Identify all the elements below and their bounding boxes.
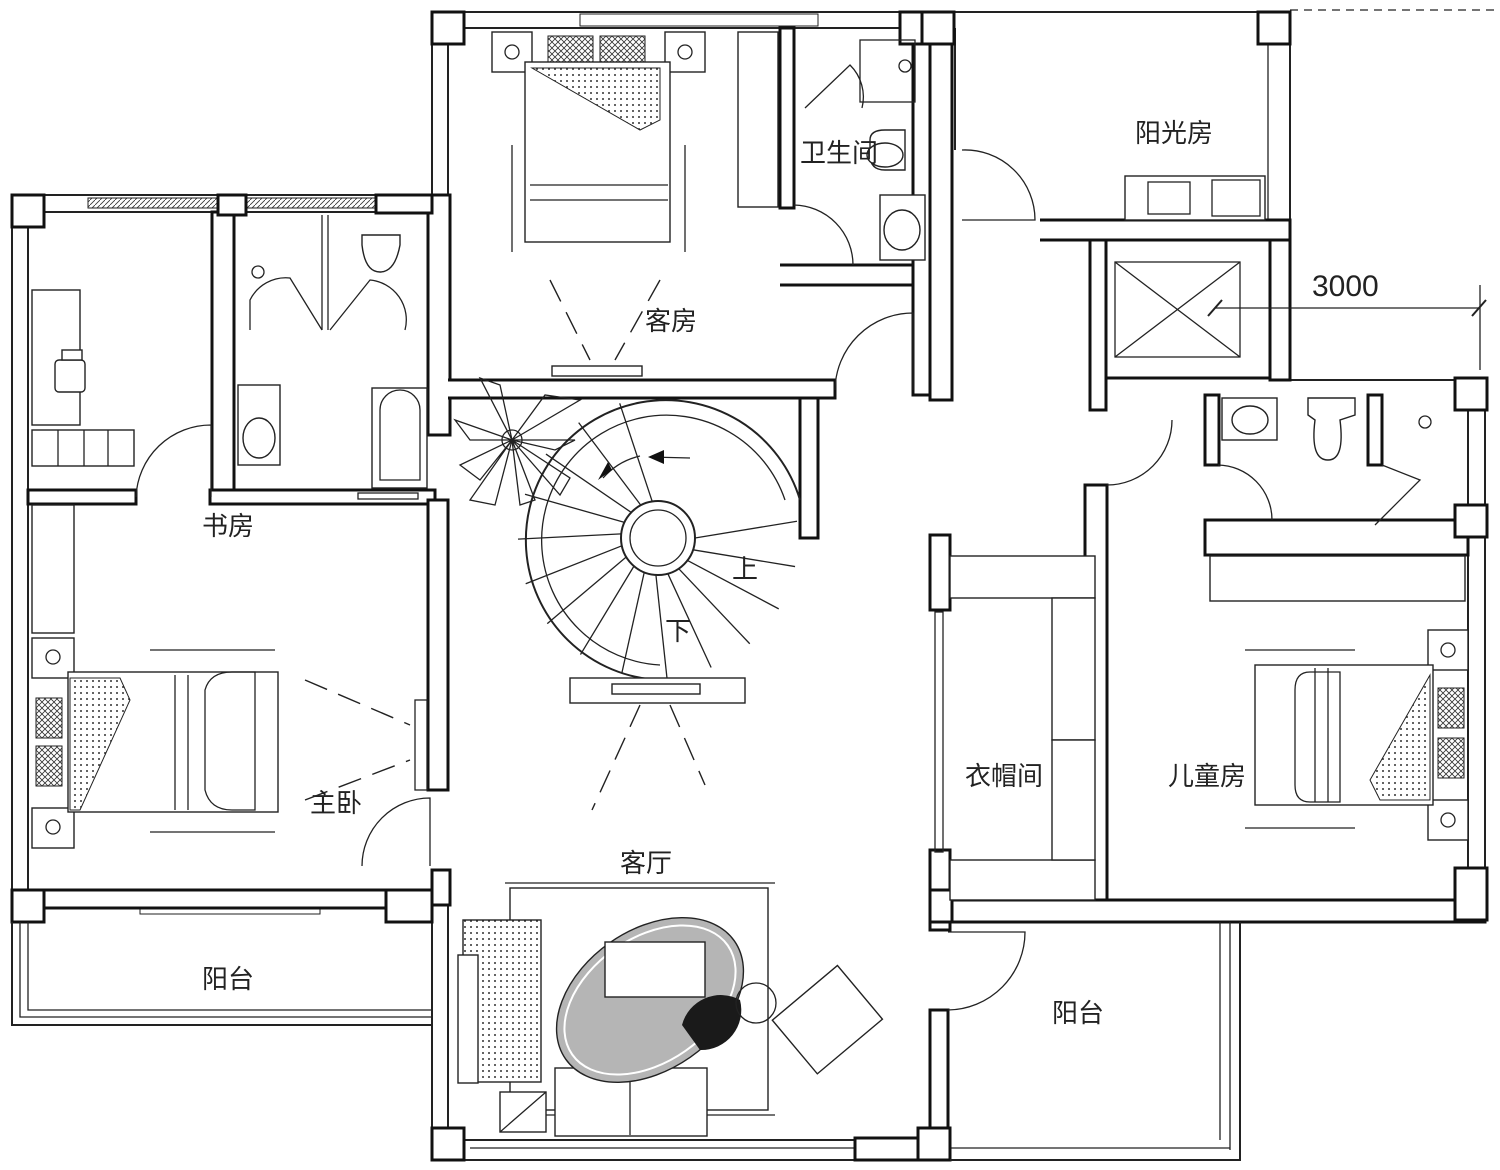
study-desk	[31, 289, 135, 467]
stair-tread	[655, 574, 668, 678]
master-tv	[304, 679, 411, 801]
label-guest-room: 客房	[645, 307, 697, 337]
bathroom-study-fixtures	[237, 234, 428, 489]
stair-tread	[546, 556, 627, 625]
label-sunroom: 阳光房	[1135, 119, 1213, 149]
dimension-label: 3000	[1312, 270, 1379, 303]
label-stairs-down: 下	[665, 617, 691, 647]
guest-bed	[491, 31, 779, 252]
stair-tread	[687, 559, 780, 610]
balconies	[11, 922, 1241, 1161]
spiral-staircase	[517, 399, 801, 681]
stair-tread	[578, 422, 642, 506]
stair-tread	[524, 493, 625, 523]
stair-tread	[678, 568, 751, 645]
stair-tread	[692, 549, 796, 568]
doors	[135, 64, 1422, 1011]
sunroom-counter	[1124, 175, 1266, 221]
plant	[453, 376, 582, 506]
stair-tread	[619, 403, 653, 502]
label-bathroom: 卫生间	[800, 139, 878, 169]
label-balcony-left: 阳台	[202, 965, 254, 995]
living-tv	[569, 677, 746, 811]
stair-tread	[579, 565, 635, 655]
stair-tread	[517, 533, 622, 540]
label-kids-room: 儿童房	[1168, 762, 1246, 792]
cloakroom-racks	[949, 555, 1096, 901]
label-balcony-right: 阳台	[1052, 999, 1104, 1029]
living-sofa-set	[457, 882, 884, 1137]
bathroom-top-fixtures	[859, 39, 926, 261]
label-living-room: 客厅	[620, 849, 672, 879]
bathroom-kids-fixtures	[1221, 397, 1432, 461]
stair-tread	[694, 520, 798, 539]
guest-tv	[549, 279, 661, 377]
stair-tread	[621, 572, 645, 674]
label-study: 书房	[202, 512, 254, 542]
master-bed	[31, 504, 279, 849]
label-stairs-up: 上	[732, 555, 758, 585]
dimension-line	[1207, 285, 1487, 370]
stair-tread	[525, 545, 623, 585]
label-cloakroom: 衣帽间	[965, 762, 1043, 792]
stair-tread	[667, 573, 712, 668]
label-master-bedroom: 主卧	[310, 789, 362, 819]
interior-walls	[26, 26, 1487, 1157]
kids-bed	[1209, 555, 1469, 841]
columns	[10, 10, 1489, 1162]
stair-tread	[545, 453, 632, 513]
